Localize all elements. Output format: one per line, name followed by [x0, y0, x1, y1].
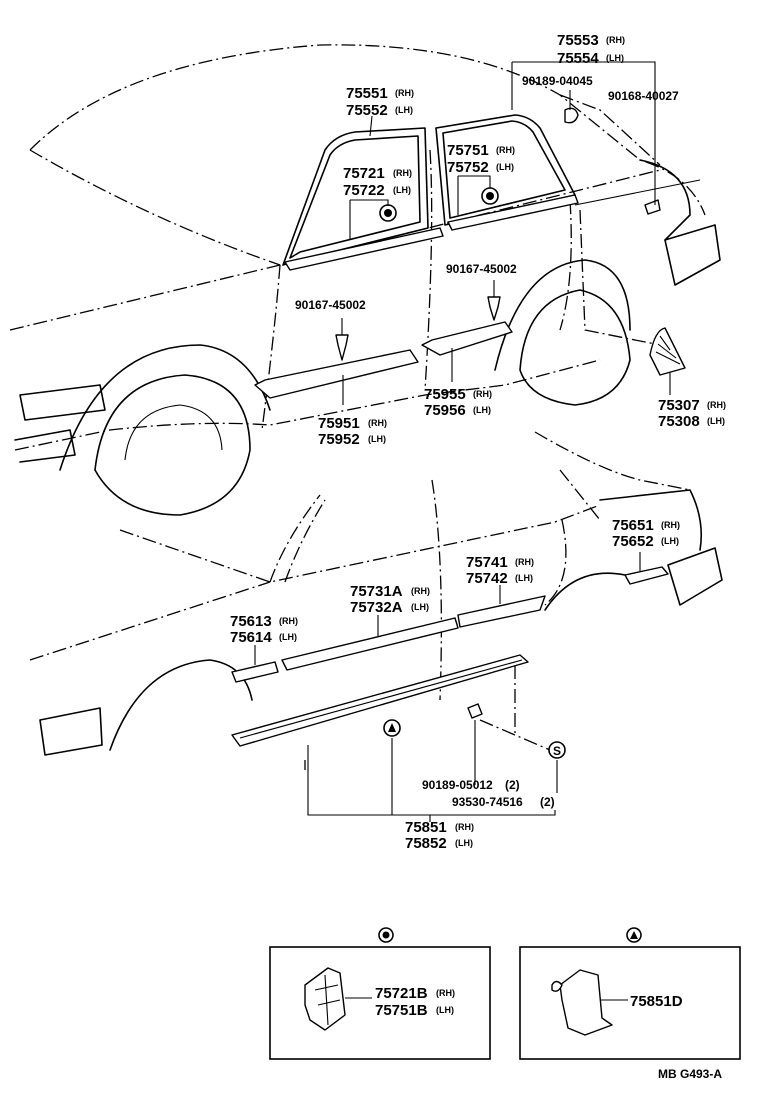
clip-90168-40027-icon	[644, 199, 661, 215]
moulding-75651-icon	[624, 566, 669, 585]
label-75651: 75651	[612, 517, 654, 534]
label-75614-side: (LH)	[279, 632, 297, 642]
detail-box-circle	[269, 927, 491, 1060]
label-75613: 75613	[230, 613, 272, 630]
lower-mouldings	[231, 566, 669, 747]
label-75551: 75551	[346, 85, 388, 102]
label-75308-side: (LH)	[707, 416, 725, 426]
label-90189-05012-qty: (2)	[505, 778, 520, 792]
part-labels: 75553 (RH) 75554 (LH) 90189-04045 90168-…	[230, 32, 726, 1081]
moulding-75741-icon	[457, 595, 546, 628]
label-75721B: 75721B	[375, 985, 428, 1002]
label-75614: 75614	[230, 629, 272, 646]
upper-small-parts	[254, 107, 686, 399]
label-75722: 75722	[343, 182, 385, 199]
label-75731A-side: (RH)	[411, 586, 430, 596]
label-75851-side: (RH)	[455, 822, 474, 832]
label-75551-side: (RH)	[395, 88, 414, 98]
label-75752: 75752	[447, 159, 489, 176]
label-75742: 75742	[466, 570, 508, 587]
label-75751: 75751	[447, 142, 489, 159]
moulding-75613-icon	[231, 661, 279, 683]
clip-75851D-icon	[559, 969, 613, 1036]
triangle-marker-icon	[388, 723, 396, 732]
label-75752-side: (LH)	[496, 162, 514, 172]
label-90167-45002-right: 90167-45002	[446, 262, 517, 276]
upper-car-body	[9, 44, 721, 516]
circle-dot-center-icon	[384, 209, 392, 217]
label-75741: 75741	[466, 554, 508, 571]
label-75721B-side: (RH)	[436, 988, 455, 998]
clip-90189-04045-icon	[564, 107, 579, 124]
label-75731A: 75731A	[350, 583, 403, 600]
label-75952: 75952	[318, 431, 360, 448]
label-75951: 75951	[318, 415, 360, 432]
label-75741-side: (RH)	[515, 557, 534, 567]
circle-dot-center-icon	[382, 931, 390, 939]
label-75652: 75652	[612, 533, 654, 550]
circle-dot-center-icon	[486, 192, 494, 200]
label-90189-05012: 90189-05012	[422, 778, 493, 792]
reference-code: MB G493-A	[658, 1067, 722, 1081]
s-marker-text: S	[553, 744, 561, 758]
clip-90189-05012-icon	[467, 703, 483, 719]
rocker-moulding-75851-icon	[231, 654, 529, 747]
screw-90167-45002-left-icon	[335, 334, 349, 361]
label-75307: 75307	[658, 397, 700, 414]
label-75751-side: (RH)	[496, 145, 515, 155]
label-75851D: 75851D	[630, 993, 683, 1010]
label-75732A-side: (LH)	[411, 602, 429, 612]
label-75552-side: (LH)	[395, 105, 413, 115]
label-90167-45002-left: 90167-45002	[295, 298, 366, 312]
label-75852: 75852	[405, 835, 447, 852]
label-90168-40027: 90168-40027	[608, 89, 679, 103]
label-75553: 75553	[557, 32, 599, 49]
label-75952-side: (LH)	[368, 434, 386, 444]
label-75956-side: (LH)	[473, 405, 491, 415]
label-75956: 75956	[424, 402, 466, 419]
detail-box-triangle	[519, 927, 741, 1060]
scuff-plate-75955-icon	[421, 321, 513, 356]
label-75751B-side: (LH)	[436, 1005, 454, 1015]
label-75751B: 75751B	[375, 1002, 428, 1019]
moulding-75731A-icon	[281, 617, 459, 671]
label-75721-side: (RH)	[393, 168, 412, 178]
upper-leaders	[341, 61, 671, 405]
lower-leaders	[254, 552, 641, 822]
label-75651-side: (RH)	[661, 520, 680, 530]
label-75732A: 75732A	[350, 599, 403, 616]
label-75852-side: (LH)	[455, 838, 473, 848]
lower-markers: S	[383, 719, 566, 759]
label-75955: 75955	[424, 386, 466, 403]
label-75851: 75851	[405, 819, 447, 836]
label-75951-side: (RH)	[368, 418, 387, 428]
label-75742-side: (LH)	[515, 573, 533, 583]
label-75554: 75554	[557, 50, 599, 67]
s-marker-icon	[548, 741, 566, 759]
label-75554-side: (LH)	[606, 53, 624, 63]
label-93530-74516: 93530-74516	[452, 795, 523, 809]
triangle-marker-icon	[630, 931, 638, 939]
label-75652-side: (LH)	[661, 536, 679, 546]
screw-90167-45002-right-icon	[487, 296, 501, 321]
label-75613-side: (RH)	[279, 616, 298, 626]
scuff-plate-75951-icon	[254, 349, 419, 399]
label-75307-side: (RH)	[707, 400, 726, 410]
label-75308: 75308	[658, 413, 700, 430]
label-93530-74516-qty: (2)	[540, 795, 555, 809]
label-75722-side: (LH)	[393, 185, 411, 195]
label-90189-04045: 90189-04045	[522, 74, 593, 88]
upper-markers	[379, 187, 499, 222]
label-75955-side: (RH)	[473, 389, 492, 399]
clip-75721B-icon	[304, 967, 346, 1031]
upper-window-frames	[282, 114, 579, 271]
label-75553-side: (RH)	[606, 35, 625, 45]
label-75552: 75552	[346, 102, 388, 119]
label-75721: 75721	[343, 165, 385, 182]
